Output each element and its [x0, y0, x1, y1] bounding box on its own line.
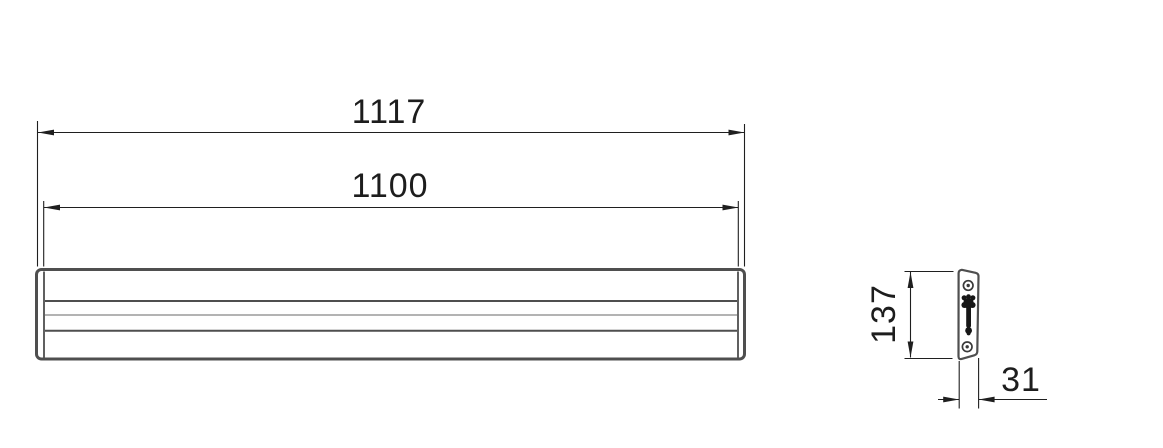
arrow-right-icon: [943, 396, 960, 403]
screw-hole-top: [962, 279, 974, 292]
dim-depth: [938, 358, 1047, 409]
arrow-up-icon: [907, 272, 914, 288]
dim-overall-length: [36, 121, 746, 267]
side-view-end-cap: [957, 268, 980, 361]
arrow-left-icon: [978, 396, 995, 403]
dim-height: [904, 270, 954, 360]
arrow-left-icon: [38, 129, 54, 136]
dim-body-length-label: 1100: [351, 167, 429, 205]
arrow-right-icon: [728, 129, 745, 136]
dim-overall-length-label: 1117: [351, 93, 427, 131]
arrow-left-icon: [44, 204, 60, 211]
front-view-rail: [35, 268, 746, 361]
rail-outer-profile: [35, 268, 746, 361]
keyhole-slot: [961, 294, 976, 336]
dim-depth-label: 31: [1001, 361, 1041, 399]
dim-height-label: 137: [865, 284, 903, 344]
arrow-right-icon: [722, 204, 739, 211]
arrow-down-icon: [907, 341, 914, 358]
dim-body-length: [43, 201, 739, 267]
screw-hole-bottom: [961, 341, 973, 353]
